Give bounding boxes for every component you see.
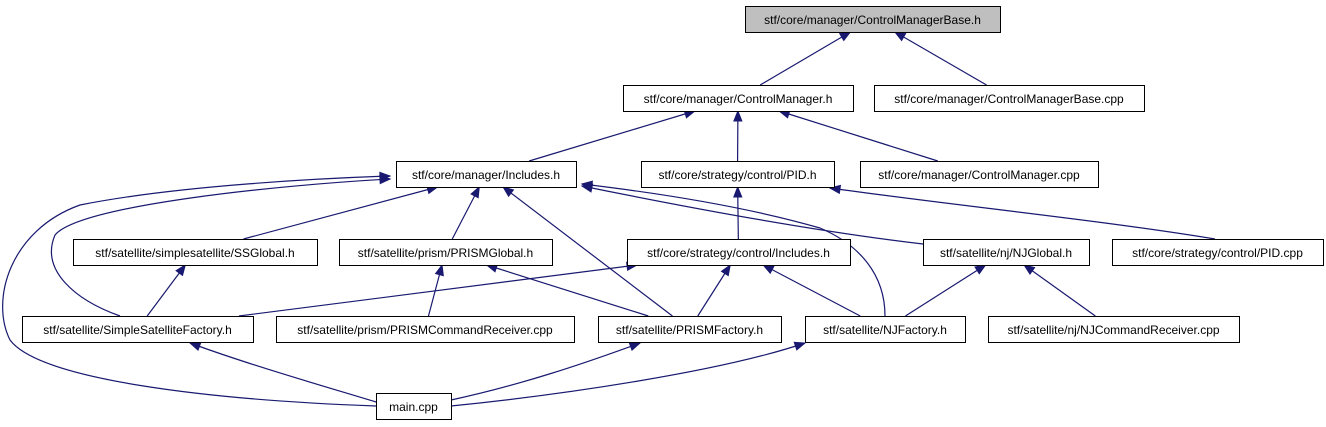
node-main-cpp[interactable]: main.cpp [376, 393, 452, 420]
node-simplesatellitefactory-h[interactable]: stf/satellite/SimpleSatelliteFactory.h [22, 316, 254, 343]
edge-controlmanager-cpp-to-controlmanager-h [779, 110, 938, 162]
arrowhead-prismcommandreceiver-cpp-to-prismglobal-h [434, 263, 444, 277]
node-box [73, 239, 318, 266]
node-prismfactory-h[interactable]: stf/satellite/PRISMFactory.h [598, 316, 782, 343]
node-pid-cpp[interactable]: stf/core/strategy/control/PID.cpp [1112, 239, 1324, 266]
node-box [376, 393, 452, 420]
node-box [276, 316, 575, 343]
edge-njfactory-h-to-control-includes-h [762, 264, 861, 317]
node-box [874, 85, 1145, 112]
node-label: stf/core/manager/ControlManagerBase.h [764, 13, 981, 27]
edge-main-cpp-to-manager-includes-h [2, 175, 391, 407]
node-ssglobal-h[interactable]: stf/satellite/simplesatellite/SSGlobal.h [73, 239, 318, 266]
node-label: stf/core/strategy/control/PID.h [658, 168, 816, 182]
edge-simplesatellitefactory-h-to-control-includes-h [238, 264, 638, 317]
node-label: main.cpp [389, 400, 438, 414]
node-label: stf/satellite/prism/PRISMGlobal.h [358, 246, 533, 260]
arrowhead-controlmanagerbase-cpp-to-controlmanagerbase-h [893, 31, 907, 42]
arrowhead-simplesatellitefactory-h-to-ssglobal-h [175, 263, 187, 277]
arrowhead-pid-h-to-controlmanager-h [733, 109, 743, 122]
arrowhead-njcommandreceiver-cpp-to-njglobal-h [1023, 264, 1036, 275]
node-label: stf/core/manager/Includes.h [412, 168, 560, 182]
node-label: stf/core/strategy/control/Includes.h [647, 246, 830, 260]
node-box [745, 6, 1001, 33]
node-box [641, 161, 835, 188]
edge-njglobal-h-to-manager-includes-h [581, 185, 924, 245]
node-label: stf/core/manager/ControlManager.cpp [878, 168, 1080, 182]
node-prismcommandreceiver-cpp[interactable]: stf/satellite/prism/PRISMCommandReceiver… [276, 316, 575, 343]
node-box [923, 239, 1090, 266]
node-label: stf/core/manager/ControlManager.h [644, 92, 833, 106]
node-box [988, 316, 1240, 343]
node-box [598, 316, 782, 343]
edge-main-cpp-to-simplesatellitefactory-h [189, 342, 377, 403]
node-manager-includes-h[interactable]: stf/core/manager/Includes.h [396, 161, 577, 188]
node-label: stf/core/strategy/control/PID.cpp [1132, 246, 1303, 260]
node-controlmanagerbase-cpp[interactable]: stf/core/manager/ControlManagerBase.cpp [874, 85, 1145, 112]
edge-njfactory-h-to-manager-includes-h [581, 183, 886, 317]
node-box [22, 316, 254, 343]
node-label: stf/core/manager/ControlManagerBase.cpp [894, 92, 1124, 106]
node-box [805, 316, 966, 343]
node-pid-h[interactable]: stf/core/strategy/control/PID.h [641, 161, 835, 188]
arrowhead-njfactory-h-to-njglobal-h [974, 264, 987, 275]
node-box [339, 239, 553, 266]
node-controlmanagerbase-h: stf/core/manager/ControlManagerBase.h [745, 6, 1001, 33]
arrowhead-control-includes-h-to-pid-h [733, 185, 743, 198]
edge-simplesatellitefactory-h-to-ssglobal-h [146, 264, 186, 317]
node-label: stf/satellite/prism/PRISMCommandReceiver… [297, 323, 553, 337]
node-prismglobal-h[interactable]: stf/satellite/prism/PRISMGlobal.h [339, 239, 553, 266]
edge-pid-cpp-to-pid-h [829, 187, 1216, 240]
edge-main-cpp-to-njfactory-h [450, 342, 806, 407]
edge-manager-includes-h-to-controlmanager-h [528, 110, 696, 162]
node-box [396, 161, 577, 188]
node-box [1112, 239, 1324, 266]
node-label: stf/satellite/simplesatellite/SSGlobal.h [95, 246, 294, 260]
edge-ssglobal-h-to-manager-includes-h [243, 186, 438, 240]
node-controlmanager-h[interactable]: stf/core/manager/ControlManager.h [623, 85, 854, 112]
arrowhead-main-cpp-to-manager-includes-h [379, 171, 392, 182]
node-box [623, 85, 854, 112]
node-control-includes-h[interactable]: stf/core/strategy/control/Includes.h [627, 239, 851, 266]
arrowhead-main-cpp-to-simplesatellitefactory-h [188, 342, 202, 352]
arrowhead-main-cpp-to-prismfactory-h [628, 342, 642, 352]
edge-njfactory-h-to-njglobal-h [905, 264, 986, 317]
nodes-layer: stf/core/manager/ControlManagerBase.h stf… [22, 6, 1324, 420]
edge-simplesatellitefactory-h-to-manager-includes-h [50, 178, 391, 317]
node-box [860, 161, 1099, 188]
node-label: stf/satellite/NJFactory.h [823, 323, 947, 337]
arrowhead-njfactory-h-to-control-includes-h [762, 264, 775, 275]
node-controlmanager-cpp[interactable]: stf/core/manager/ControlManager.cpp [860, 161, 1099, 188]
node-label: stf/satellite/PRISMFactory.h [616, 323, 763, 337]
arrowhead-prismfactory-h-to-manager-includes-h [501, 186, 515, 198]
edge-controlmanagerbase-cpp-to-controlmanagerbase-h [894, 31, 987, 86]
edges-layer [2, 31, 1216, 407]
node-njglobal-h[interactable]: stf/satellite/nj/NJGlobal.h [923, 239, 1090, 266]
node-label: stf/satellite/nj/NJCommandReceiver.cpp [1007, 323, 1219, 337]
arrowhead-controlmanager-h-to-controlmanagerbase-h [838, 31, 852, 42]
node-njfactory-h[interactable]: stf/satellite/NJFactory.h [805, 316, 966, 343]
arrowhead-prismglobal-h-to-manager-includes-h [470, 185, 480, 199]
node-label: stf/satellite/SimpleSatelliteFactory.h [43, 323, 232, 337]
edge-main-cpp-to-prismfactory-h [450, 342, 641, 401]
edge-njcommandreceiver-cpp-to-njglobal-h [1023, 264, 1096, 317]
arrowhead-njfactory-h-to-manager-includes-h [580, 180, 593, 190]
edge-controlmanager-h-to-controlmanagerbase-h [759, 31, 851, 86]
edge-prismfactory-h-to-manager-includes-h [502, 186, 673, 317]
node-label: stf/satellite/nj/NJGlobal.h [940, 246, 1072, 260]
edge-prismfactory-h-to-prismglobal-h [486, 264, 649, 317]
node-box [627, 239, 851, 266]
node-njcommandreceiver-cpp[interactable]: stf/satellite/nj/NJCommandReceiver.cpp [988, 316, 1240, 343]
arrowhead-main-cpp-to-njfactory-h [793, 341, 807, 351]
arrowhead-prismfactory-h-to-control-includes-h [720, 263, 731, 277]
